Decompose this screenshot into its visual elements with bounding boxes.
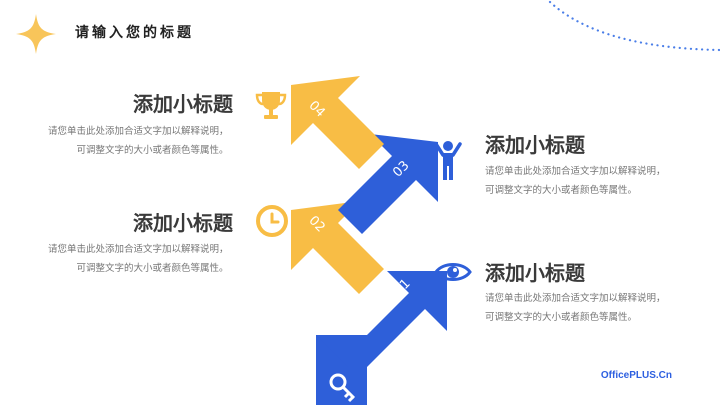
clock-icon: [256, 205, 288, 237]
step-02-desc: 请您单击此处添加合适文字加以解释说明， 可调整文字的大小或者颜色等属性。: [48, 244, 229, 274]
arrow-03: [338, 134, 438, 234]
step-01-heading: 添加小标题: [485, 261, 585, 285]
key-icon: [329, 373, 356, 403]
page-title: 请输入您的标题: [75, 25, 194, 41]
person-icon: [434, 141, 462, 180]
brand-logo-text: OfficePLUS.Cn: [600, 370, 672, 381]
eye-icon: [434, 263, 472, 281]
step-04-desc: 请您单击此处添加合适文字加以解释说明， 可调整文字的大小或者颜色等属性。: [48, 126, 229, 156]
dotted-arc-decoration: [548, 0, 720, 52]
step-03-heading: 添加小标题: [485, 133, 585, 157]
trophy-icon: [255, 92, 287, 119]
arrow-02: [291, 201, 384, 294]
step-02-heading: 添加小标题: [133, 211, 233, 235]
arrow-01: [316, 271, 447, 367]
step-03-desc: 请您单击此处添加合适文字加以解释说明， 可调整文字的大小或者颜色等属性。: [485, 166, 666, 196]
sparkle-icon: [16, 14, 56, 54]
step-04-heading: 添加小标题: [133, 92, 233, 116]
arrow-04: [291, 76, 384, 169]
step-01-desc: 请您单击此处添加合适文字加以解释说明， 可调整文字的大小或者颜色等属性。: [485, 293, 666, 323]
